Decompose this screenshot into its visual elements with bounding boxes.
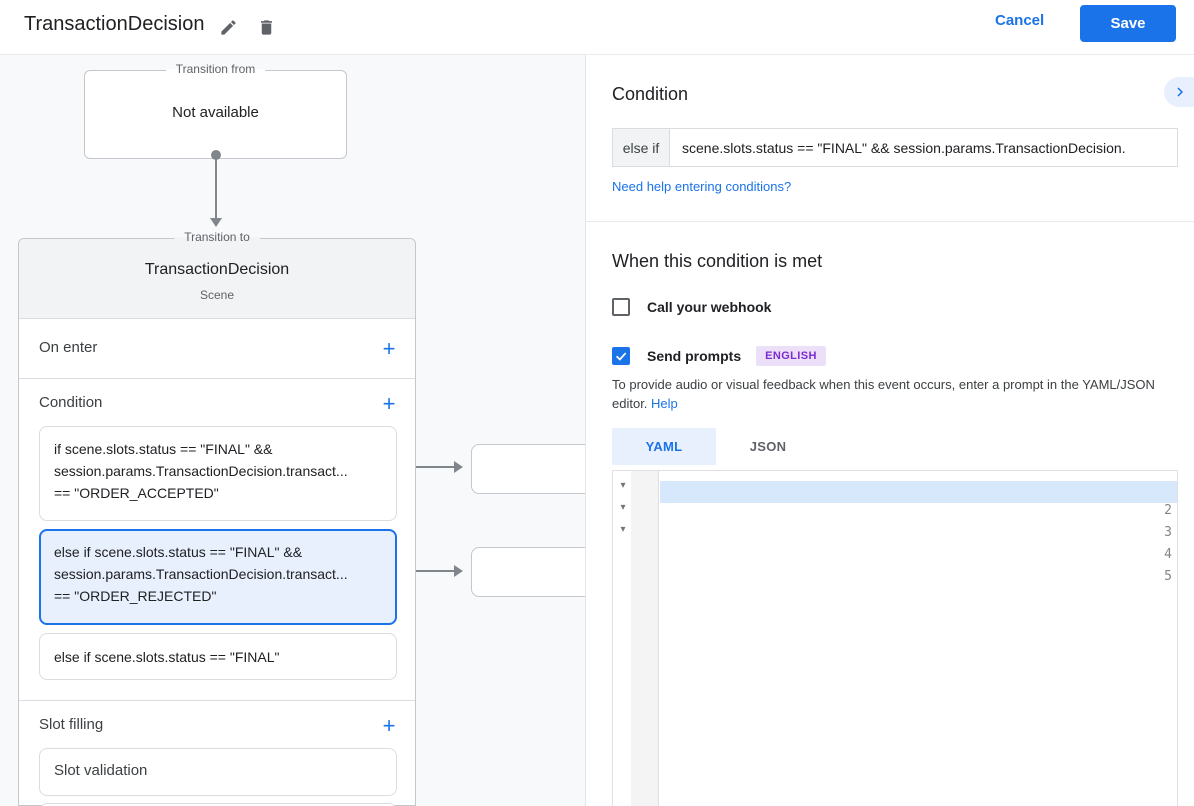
collapse-panel-button[interactable] [1164,77,1194,107]
code-line-2: - first_simple: [660,503,1177,525]
code-line-4: - speech: Looks like you don't want to o… [660,547,1177,569]
send-prompts-checkbox-checked[interactable] [612,347,630,365]
condition-input-row: else if [612,128,1178,167]
condition-text-line: == "ORDER_REJECTED" [54,588,217,604]
condition-text-line: session.params.TransactionDecision.trans… [54,566,348,582]
delete-scene-button[interactable] [252,13,280,41]
conditions-help-link[interactable]: Need help entering conditions? [612,179,792,194]
send-prompts-row[interactable]: Send prompts ENGLISH [612,346,826,366]
flow-line [402,570,454,572]
scene-type-label: Scene [199,288,235,302]
fold-gutter [613,471,631,806]
trash-icon [260,19,272,35]
arrow-right-icon [454,461,463,473]
flow-line [215,155,217,218]
webhook-label: Call your webhook [647,299,772,315]
prompt-description: To provide audio or visual feedback when… [612,375,1178,413]
condition-card-order-rejected[interactable]: else if scene.slots.status == "FINAL" &&… [39,529,397,625]
top-bar: TransactionDecision Cancel Save [0,0,1194,55]
code-line-5 [660,569,1177,591]
panel-title: Condition [612,84,689,104]
transition-to-card: Transition to TransactionDecision Scene … [18,230,416,806]
slot-card-label: Slot validation [54,762,148,779]
cancel-button[interactable]: Cancel [995,12,1045,29]
transition-from-value: Not available [172,104,259,121]
add-slot-button[interactable] [377,714,401,738]
slot-filling-label: Slot filling [39,716,104,733]
condition-text-line: else if scene.slots.status == "FINAL" && [54,544,303,560]
edit-title-button[interactable] [214,13,242,41]
code-line-3: variants: [660,525,1177,547]
call-webhook-row[interactable]: Call your webhook [612,298,771,316]
help-link[interactable]: Help [651,396,678,411]
on-enter-label: On enter [39,339,98,356]
condition-card-order-accepted[interactable]: if scene.slots.status == "FINAL" && sess… [39,426,397,521]
page-title: TransactionDecision [24,13,205,35]
add-condition-button[interactable] [377,392,401,416]
checkmark-icon [616,352,627,361]
scene-card-header: TransactionDecision Scene [19,239,415,319]
transition-to-legend: Transition to [174,230,260,244]
add-on-enter-button[interactable] [377,337,401,361]
arrow-right-icon [454,565,463,577]
transition-from-box: Transition from Not available [84,62,347,159]
language-badge: ENGLISH [756,346,826,366]
panel-divider [586,221,1194,222]
flow-line [402,466,454,468]
condition-section-label: Condition [39,394,103,411]
slot-filling-section: Slot filling Slot validation [19,701,415,806]
tab-yaml[interactable]: YAML [612,428,716,465]
line-number: 2 [1164,503,1172,518]
scene-name: TransactionDecision [144,261,290,278]
arrow-down-icon [210,218,222,227]
condition-text-line: == "ORDER_ACCEPTED" [54,485,219,501]
send-prompts-label: Send prompts [647,348,742,364]
on-enter-section: On enter [19,319,415,379]
condition-text-line: if scene.slots.status == "FINAL" && [54,441,273,457]
pencil-icon [220,19,236,35]
line-number: 4 [1164,547,1172,562]
line-number: 3 [1164,525,1172,540]
condition-expression-input[interactable] [670,128,1178,167]
save-button[interactable]: Save [1080,5,1176,42]
transition-from-legend: Transition from [165,62,266,76]
code-line-1: andidates: [660,481,1177,503]
tab-json[interactable]: JSON [716,428,820,465]
fold-caret-icon[interactable] [617,480,629,491]
condition-text-line: else if scene.slots.status == "FINAL" [54,648,280,665]
fold-caret-icon[interactable] [617,502,629,513]
yaml-code-editor[interactable]: 1 2 3 4 5 andidates: - first_simple: var… [612,470,1178,806]
description-text: To provide audio or visual feedback when… [612,377,1155,411]
condition-text-line: session.params.TransactionDecision.trans… [54,463,348,479]
condition-detail-panel: Condition else if Need help entering con… [585,55,1194,806]
when-condition-met-title: When this condition is met [612,251,823,271]
condition-prefix-label: else if [612,128,670,167]
transition-target-box[interactable] [471,444,601,494]
condition-card-final[interactable]: else if scene.slots.status == "FINAL" [39,633,397,680]
webhook-checkbox-unchecked[interactable] [612,298,630,316]
chevron-right-icon [1176,87,1183,97]
editor-tabs: YAML JSON [612,428,820,465]
transition-target-box[interactable] [471,547,601,597]
fold-caret-icon[interactable] [617,524,629,535]
line-number-gutter [631,471,659,806]
slot-validation-card[interactable]: Slot validation [39,748,397,796]
line-number: 5 [1164,569,1172,584]
condition-section: Condition if scene.slots.status == "FINA… [19,379,415,701]
